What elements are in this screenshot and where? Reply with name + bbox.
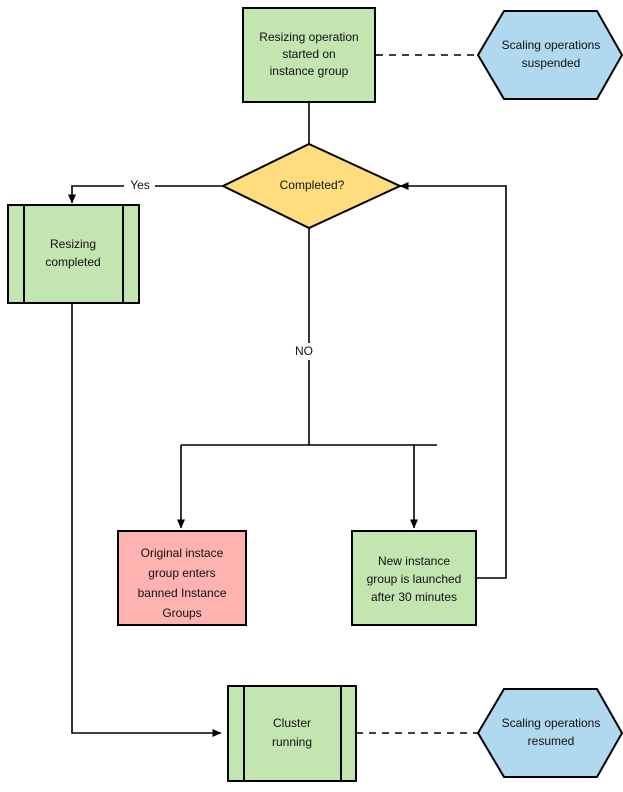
original-group-banned-shape <box>117 530 247 626</box>
completed-decision-shape <box>220 142 403 230</box>
resizing-started-shape <box>242 7 376 103</box>
edge-completed-to-cluster <box>71 303 222 737</box>
new-group-launched-label-line-3: after 30 minutes <box>371 590 457 604</box>
edge-label-yes-group: Yes <box>124 178 155 194</box>
resizing-started-label-line-2: started on <box>282 47 335 61</box>
cluster-running-label-line-2: running <box>272 735 312 749</box>
resizing-completed-label-line-1: Resizing <box>50 237 96 251</box>
resizing-started-label-line-3: instance group <box>270 64 349 78</box>
edge-label-no: NO <box>295 344 313 358</box>
cluster-running-label-line-1: Cluster <box>273 716 311 730</box>
resizing-started-label-line-1: Resizing operation <box>259 30 358 44</box>
original-group-banned-label-line-2: group enters <box>148 566 215 580</box>
original-group-banned-label-line-1: Original instace <box>141 546 224 560</box>
node-original-group-banned[interactable]: Original instace group enters banned Ins… <box>117 530 247 626</box>
scaling-resumed-shape <box>476 688 623 778</box>
new-group-launched-shape <box>351 530 477 626</box>
scaling-resumed-label-line-1: Scaling operations <box>502 716 601 730</box>
edge-decision-yes <box>68 185 223 204</box>
node-new-group-launched[interactable]: New instance group is launched after 30 … <box>351 530 477 626</box>
scaling-suspended-label-line-1: Scaling operations <box>502 38 601 52</box>
edge-new-group-retry <box>399 182 507 579</box>
edge-label-no-group: NO <box>289 343 315 360</box>
scaling-suspended-label-line-2: suspended <box>522 56 581 70</box>
edge-label-no-backdrop <box>289 343 315 360</box>
original-group-banned-label-line-4: Groups <box>162 606 201 620</box>
cluster-running-shape <box>227 685 357 782</box>
node-cluster-running[interactable]: Cluster running <box>227 685 357 782</box>
resizing-completed-shape <box>7 204 140 304</box>
original-group-banned-label-line-3: banned Instance <box>138 586 227 600</box>
edge-label-yes-backdrop <box>124 178 155 194</box>
new-group-launched-label-line-2: group is launched <box>367 572 462 586</box>
node-scaling-resumed[interactable]: Scaling operations resumed <box>476 688 623 778</box>
node-scaling-suspended[interactable]: Scaling operations suspended <box>476 10 623 100</box>
edge-label-yes: Yes <box>130 178 150 192</box>
node-resizing-started[interactable]: Resizing operation started on instance g… <box>242 7 376 103</box>
resizing-completed-label-line-2: completed <box>45 255 100 269</box>
node-completed-decision[interactable]: Completed? <box>220 142 403 230</box>
scaling-resumed-label-line-2: resumed <box>528 734 575 748</box>
completed-decision-label: Completed? <box>280 178 345 192</box>
new-group-launched-label-line-1: New instance <box>378 554 450 568</box>
node-resizing-completed[interactable]: Resizing completed <box>7 204 140 304</box>
scaling-suspended-shape <box>476 10 623 100</box>
